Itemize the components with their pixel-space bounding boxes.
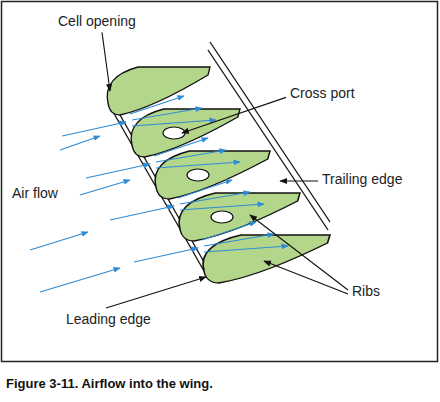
- airflow-arrow: [178, 180, 232, 198]
- figure-frame: [2, 2, 438, 362]
- airflow-arrow: [154, 138, 208, 156]
- rib-shape: [107, 67, 210, 115]
- airflow-arrow: [130, 96, 184, 114]
- leader-lines: [102, 32, 348, 308]
- part-label: Trailing edge: [322, 172, 402, 187]
- airflow-arrow: [156, 162, 240, 168]
- part-label: Cross port: [290, 86, 355, 101]
- airflow-arrow: [80, 180, 130, 195]
- airflow-arrows: [30, 96, 288, 292]
- airflow-arrow: [40, 268, 120, 292]
- leader-line: [182, 97, 286, 133]
- airflow-arrow: [134, 248, 198, 262]
- leader-line: [250, 215, 348, 290]
- part-label: Air flow: [12, 186, 58, 201]
- leader-line: [102, 32, 110, 91]
- leader-line: [264, 261, 348, 294]
- rib-shape: [155, 151, 270, 199]
- airflow-arrow: [62, 122, 126, 136]
- airflow-arrow: [110, 206, 174, 220]
- rib: [107, 67, 210, 115]
- airflow-arrow: [30, 232, 88, 250]
- part-label: Ribs: [352, 284, 380, 299]
- airflow-arrow: [60, 136, 100, 150]
- leader-line: [106, 277, 206, 308]
- rib: [179, 193, 300, 241]
- cross-port-hole: [163, 127, 185, 139]
- airflow-arrow: [86, 164, 150, 178]
- airflow-arrow: [180, 204, 264, 210]
- rib-shape: [179, 193, 300, 241]
- leader-line: [280, 180, 318, 181]
- rib: [203, 235, 330, 283]
- rib-shape: [203, 235, 330, 283]
- part-label: Cell opening: [58, 14, 136, 29]
- airflow-arrow: [204, 246, 288, 252]
- airflow-arrow: [202, 222, 256, 240]
- figure-caption: Figure 3-11. Airflow into the wing.: [6, 376, 213, 391]
- wing-section: [107, 42, 330, 283]
- part-label: Leading edge: [66, 312, 151, 327]
- rib: [155, 151, 270, 199]
- cross-port-hole: [211, 211, 233, 223]
- cross-port-hole: [187, 169, 209, 181]
